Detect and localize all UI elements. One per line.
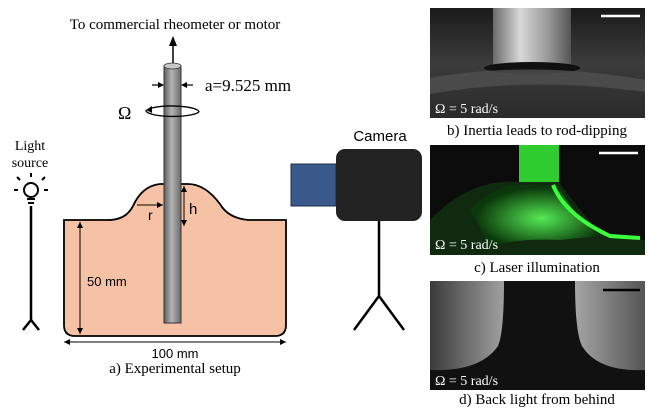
radius-label: a=9.525 mm [205, 76, 291, 95]
photo-b-overlay: Ω = 5 rad/s [435, 102, 498, 117]
photo-c: Ω = 5 rad/s c) Laser illumination [430, 145, 645, 276]
camera: Camera [290, 128, 422, 331]
up-arrow-head [169, 36, 177, 46]
caption-a: a) Experimental setup [109, 361, 241, 377]
photo-d-meniscus [430, 281, 645, 390]
photo-d: Ω = 5 rad/s d) Back light from behind [430, 281, 645, 408]
photo-c-rod [519, 145, 559, 185]
light-source: Light source [12, 139, 49, 331]
experimental-setup-panel: To commercial rheometer or motor a=9.525… [63, 17, 291, 377]
rotation-arrow [145, 109, 200, 118]
caption-b: b) Inertia leads to rod-dipping [447, 123, 627, 139]
caption-d: d) Back light from behind [459, 392, 615, 408]
rotation-arrow-head [146, 106, 152, 113]
h-label: h [189, 201, 197, 218]
photo-c-overlay: Ω = 5 rad/s [435, 238, 498, 253]
width-label: 100 mm [152, 346, 199, 361]
light-source-label-1: Light [15, 139, 45, 154]
caption-c: c) Laser illumination [474, 260, 600, 276]
rod-top [163, 62, 182, 70]
camera-body [336, 149, 422, 221]
light-bulb-icon [14, 173, 48, 204]
light-source-label-2: source [12, 156, 49, 171]
top-label: To commercial rheometer or motor [70, 17, 281, 33]
camera-lens [290, 163, 337, 207]
height-label: 50 mm [87, 274, 127, 289]
photo-b-rod [493, 8, 571, 66]
photo-b: Ω = 5 rad/s b) Inertia leads to rod-dipp… [430, 8, 645, 139]
r-label: r [148, 207, 153, 223]
photo-d-overlay: Ω = 5 rad/s [435, 374, 498, 389]
omega-label: Ω [118, 103, 131, 123]
rod [163, 65, 182, 324]
camera-label: Camera [353, 128, 407, 145]
